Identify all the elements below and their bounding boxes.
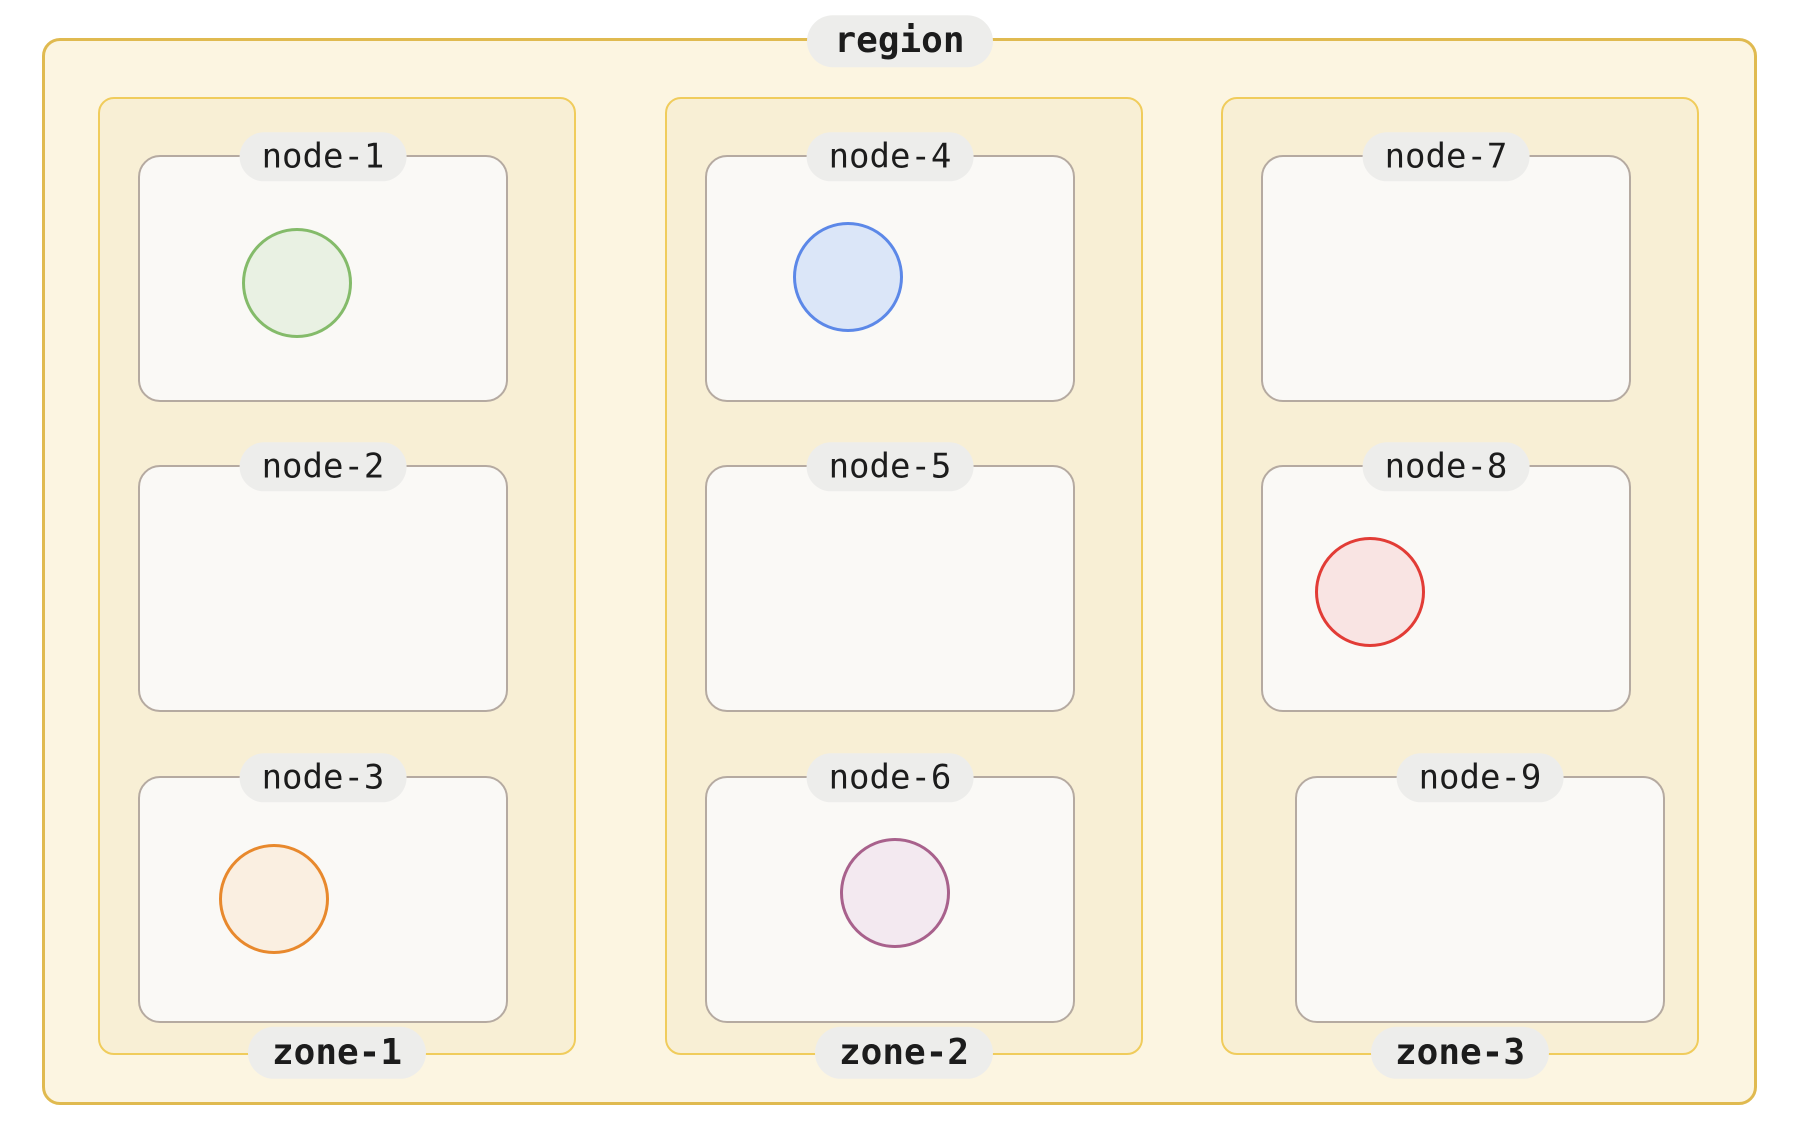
node-8-box: node-8 [1261, 442, 1631, 712]
node-8-label: node-8 [1362, 442, 1530, 492]
node-3-box: node-3 [138, 753, 508, 1023]
node-7-box: node-7 [1261, 132, 1631, 402]
region-container: region node-1 node-2 node-3 zone-1 node-… [42, 15, 1757, 1105]
zone-1-container: node-1 node-2 node-3 zone-1 [98, 97, 576, 1079]
node-1-box: node-1 [138, 132, 508, 402]
node-6-purple-pod-circle [840, 838, 950, 948]
region-label: region [806, 15, 993, 67]
zone-3-container: node-7 node-8 node-9 zone-3 [1221, 97, 1699, 1079]
node-3-orange-pod-circle [219, 844, 329, 954]
node-1-label: node-1 [239, 132, 407, 182]
node-8-red-pod-circle [1315, 537, 1425, 647]
zone-3-label: zone-3 [1370, 1027, 1550, 1079]
node-3-label: node-3 [239, 753, 407, 803]
node-1-green-pod-circle [242, 228, 352, 338]
node-4-label: node-4 [806, 132, 974, 182]
node-6-label: node-6 [806, 753, 974, 803]
node-5-box: node-5 [705, 442, 1075, 712]
node-9-box: node-9 [1295, 753, 1665, 1023]
node-5-label: node-5 [806, 442, 974, 492]
node-2-label: node-2 [239, 442, 407, 492]
zone-1-label: zone-1 [247, 1027, 427, 1079]
node-2-box: node-2 [138, 442, 508, 712]
node-4-box: node-4 [705, 132, 1075, 402]
zone-2-container: node-4 node-5 node-6 zone-2 [665, 97, 1143, 1079]
node-4-blue-pod-circle [793, 222, 903, 332]
node-6-box: node-6 [705, 753, 1075, 1023]
node-7-label: node-7 [1362, 132, 1530, 182]
zone-2-label: zone-2 [814, 1027, 994, 1079]
node-9-label: node-9 [1396, 753, 1564, 803]
